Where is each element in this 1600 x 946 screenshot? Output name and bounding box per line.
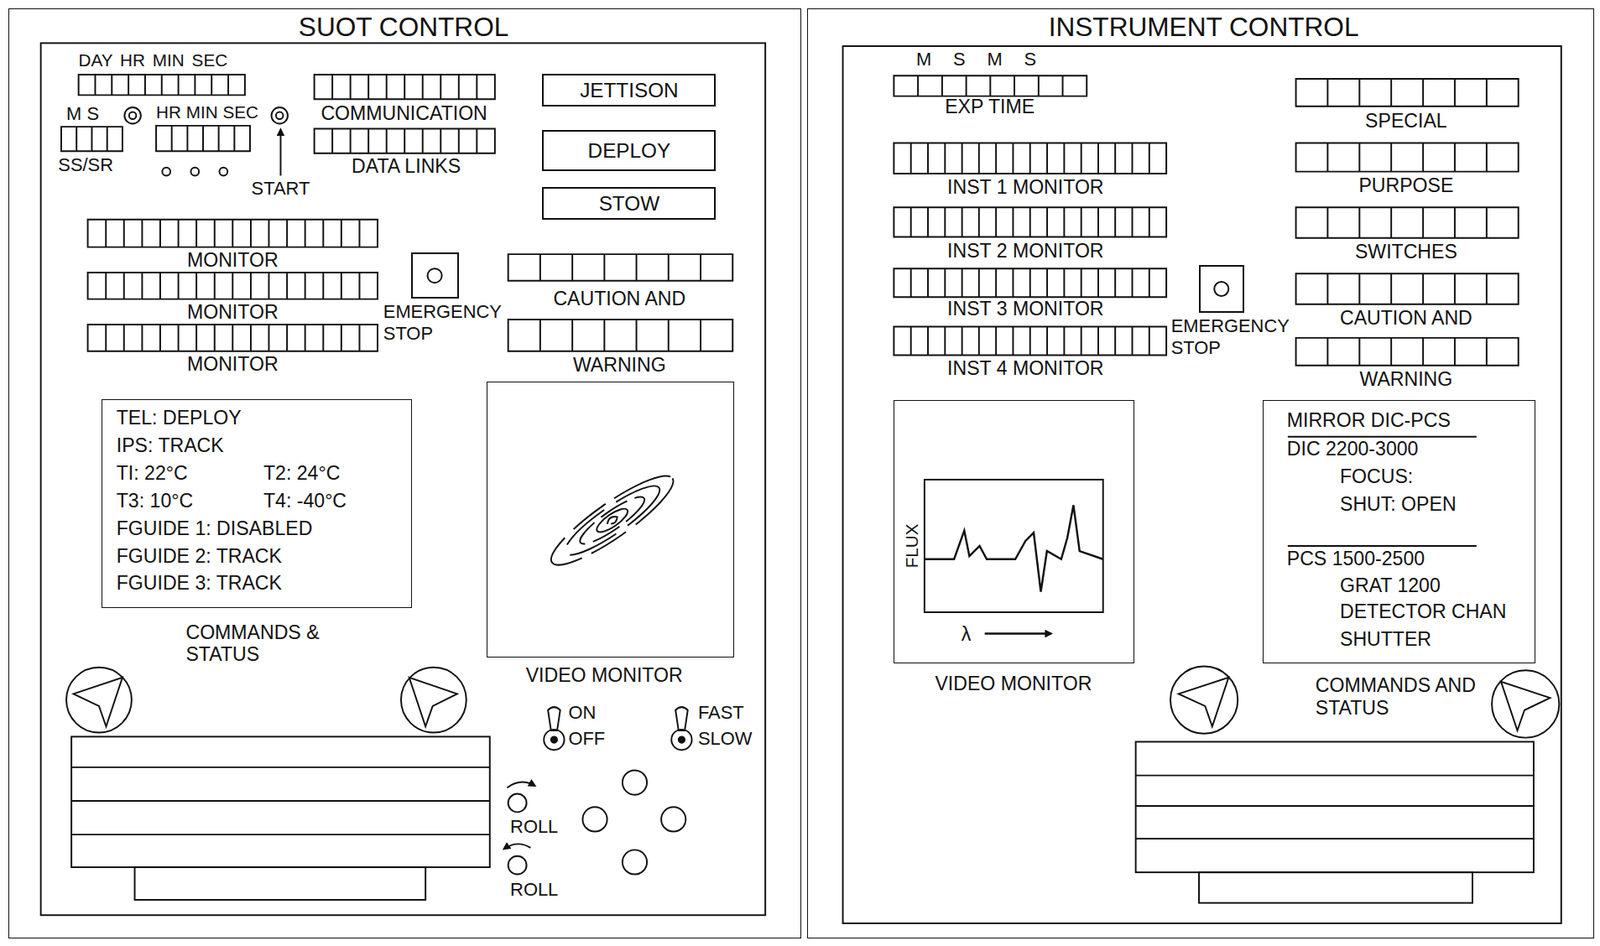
display-label: SPECIAL xyxy=(1293,109,1519,133)
control-panel: SUOT CONTROL JETTISON DEPLOY STOW EMERGENCY … xyxy=(8,8,802,939)
digit-display xyxy=(88,324,378,352)
digit-display xyxy=(893,326,1167,355)
display-label: INST 2 MONITOR xyxy=(892,239,1158,263)
panel-title: INSTRUMENT CONTROL xyxy=(989,11,1418,42)
digit-display xyxy=(61,126,123,152)
node-text: FGUIDE 2: TRACK xyxy=(116,545,282,569)
digit-display xyxy=(508,254,734,282)
node-text: COMMANDS & STATUS xyxy=(185,621,334,667)
node-text: VIDEO MONITOR xyxy=(880,672,1147,696)
display-label: MONITOR xyxy=(130,301,335,324)
axis-label: FLUX xyxy=(901,515,922,577)
switch-label: FAST xyxy=(698,702,745,724)
digit-display xyxy=(88,272,378,300)
node-text: MIRROR DIC-PCS xyxy=(1287,409,1451,433)
node-text: DETECTOR CHAN xyxy=(1339,600,1507,624)
display-label: INST 1 MONITOR xyxy=(892,176,1158,199)
node-text: T3: 10°C xyxy=(116,489,193,513)
display-label: M S M S xyxy=(916,48,1037,70)
display-label: CAUTION AND xyxy=(1293,307,1519,330)
switch-label: OFF xyxy=(568,728,605,750)
node-text: DIC 2200-3000 xyxy=(1287,437,1419,461)
node-text: STOW xyxy=(542,192,716,216)
node-text: FGUIDE 1: DISABLED xyxy=(116,517,313,541)
node-text: SHUT: OPEN xyxy=(1339,493,1457,516)
digit-display xyxy=(1296,273,1519,304)
node-text: IPS: TRACK xyxy=(116,434,225,458)
display-label: INST 4 MONITOR xyxy=(892,357,1158,381)
display-label: DAY HR MIN SEC xyxy=(78,50,229,71)
jettison-button: JETTISON xyxy=(542,73,716,107)
control-panel: INSTRUMENT CONTROL EMERGENCY STOP VIDEO MO… xyxy=(807,8,1595,939)
status-display: TEL: DEPLOY IPS: TRACK TI: 22°C T2: 24°C T3:… xyxy=(101,399,412,609)
knob-label: START xyxy=(234,177,328,199)
digit-display xyxy=(893,75,1087,96)
digit-display xyxy=(156,125,251,152)
roll-label: ROLL xyxy=(510,816,558,838)
panel-title: SUOT CONTROL xyxy=(189,11,619,42)
digit-display xyxy=(314,129,496,154)
node-text: COMMANDS AND STATUS xyxy=(1315,674,1495,720)
video-monitor: VIDEO MONITOR xyxy=(486,381,735,657)
digit-display xyxy=(893,207,1167,237)
switch-label: SLOW xyxy=(698,728,752,750)
display-label: DATA LINKS xyxy=(293,155,519,178)
digit-display xyxy=(78,74,245,95)
digit-display xyxy=(508,319,734,352)
node-text: TEL: DEPLOY xyxy=(116,406,242,430)
node-text: SHUTTER xyxy=(1339,628,1432,652)
display-label: CAUTION AND xyxy=(507,287,733,311)
display-label: MONITOR xyxy=(130,249,335,272)
digit-display xyxy=(1296,207,1519,238)
display-label: PURPOSE xyxy=(1293,174,1519,198)
digit-display xyxy=(1296,338,1519,366)
node-text: PCS 1500-2500 xyxy=(1287,547,1425,571)
display-label: COMMUNICATION xyxy=(291,102,517,126)
status-display: MIRROR DIC-PCS DIC 2200-3000FOCUS: SHUT: O… xyxy=(1262,400,1536,664)
display-label: WARNING xyxy=(1293,368,1519,391)
display-label: HR MIN SEC xyxy=(156,102,259,123)
emergency-stop: EMERGENCY STOP xyxy=(1198,265,1246,313)
switch-label: ON xyxy=(568,702,596,724)
digit-display xyxy=(1296,143,1519,172)
deploy-button: DEPLOY xyxy=(542,130,716,172)
node-text: FGUIDE 3: TRACK xyxy=(116,572,282,595)
digit-display xyxy=(893,268,1167,298)
digit-display xyxy=(314,74,496,100)
display-label: EXP TIME xyxy=(887,95,1092,119)
digit-display xyxy=(893,143,1167,174)
node-text: TI: 22°C xyxy=(116,462,188,485)
node-text: JETTISON xyxy=(542,78,716,103)
display-label: SWITCHES xyxy=(1293,240,1519,264)
node-text: DEPLOY xyxy=(542,139,716,163)
node-text: T2: 24°C xyxy=(263,462,340,485)
node-text: T4: -40°C xyxy=(263,489,347,513)
node-text: EMERGENCY STOP xyxy=(383,301,511,344)
video-monitor: VIDEO MONITOR xyxy=(893,400,1135,664)
node-text: GRAT 1200 xyxy=(1339,574,1441,598)
axis-label: λ xyxy=(961,623,972,647)
roll-label: ROLL xyxy=(510,879,558,901)
stow-button: STOW xyxy=(542,187,716,220)
emergency-stop: EMERGENCY STOP xyxy=(411,252,459,299)
node-text: FOCUS: xyxy=(1339,465,1413,489)
digit-display xyxy=(88,219,378,248)
node-text: EMERGENCY STOP xyxy=(1171,315,1298,358)
display-label: M S xyxy=(66,103,100,125)
display-label: MONITOR xyxy=(130,353,335,376)
node-text: VIDEO MONITOR xyxy=(471,664,737,688)
display-label: WARNING xyxy=(507,354,733,377)
display-label: SS/SR xyxy=(57,154,114,176)
display-label: INST 3 MONITOR xyxy=(892,297,1158,321)
digit-display xyxy=(1296,78,1519,107)
